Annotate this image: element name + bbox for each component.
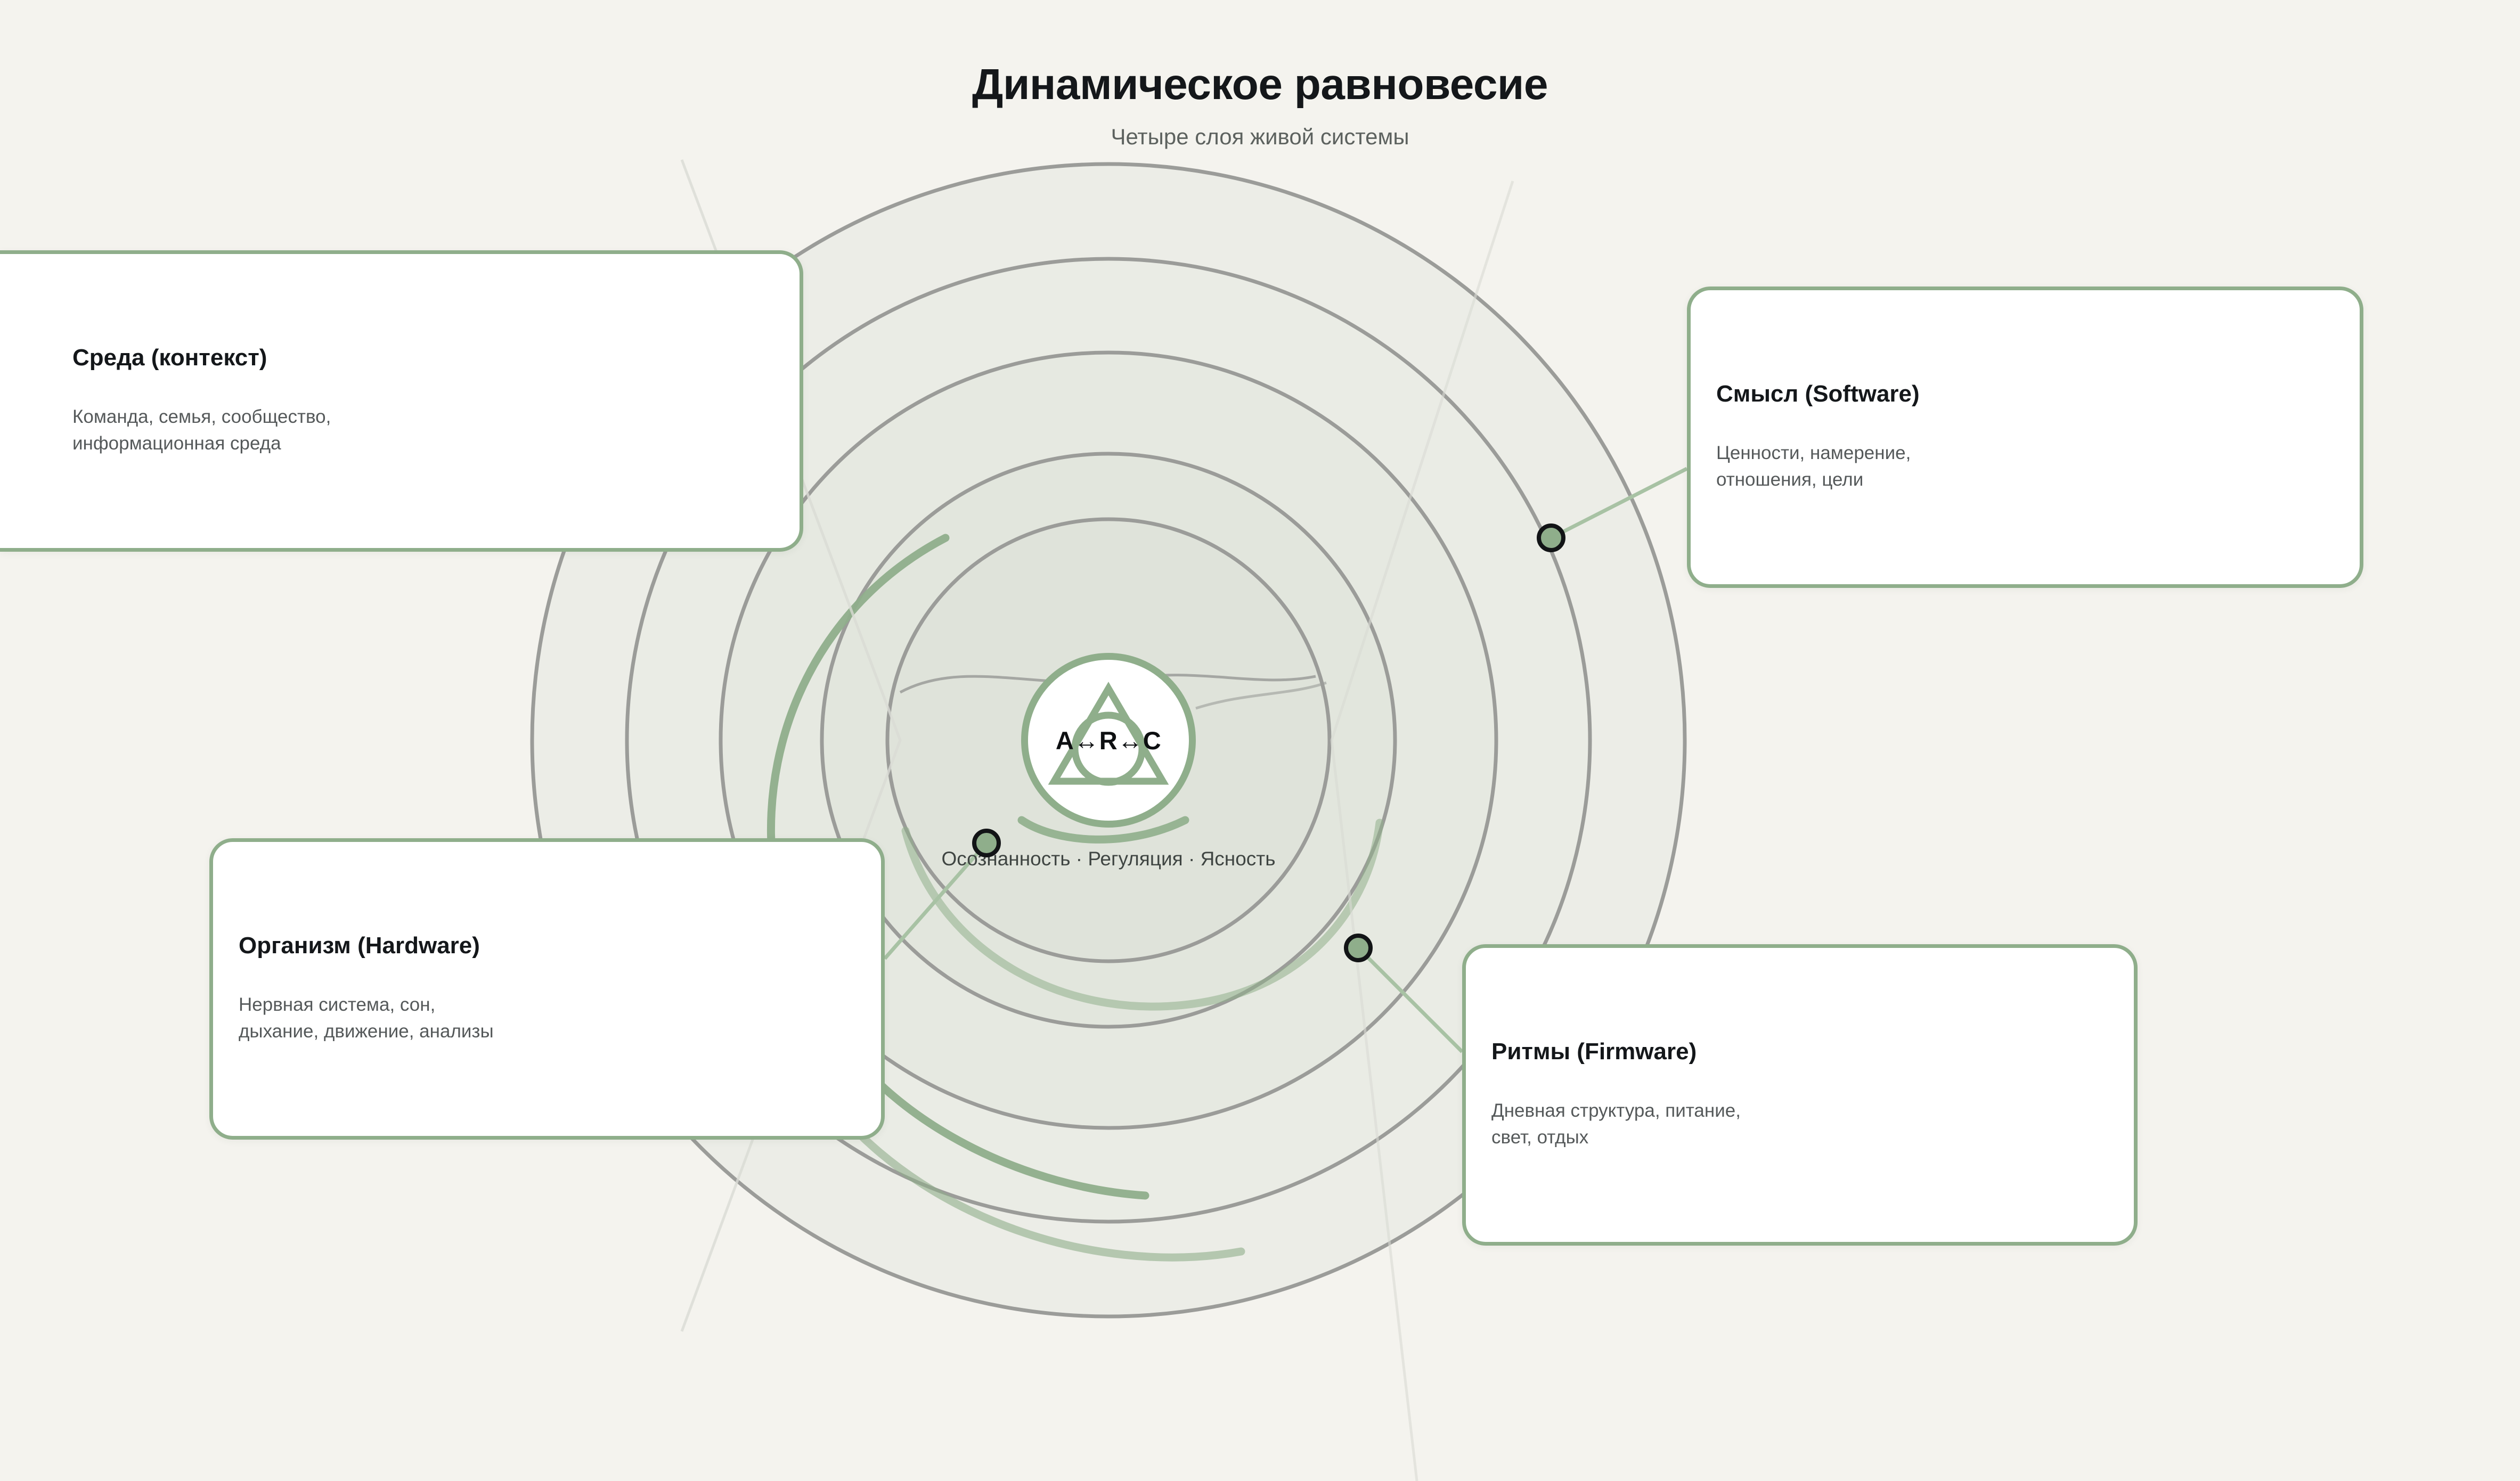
card-environment[interactable]: Среда (контекст) Команда, семья, сообщес…: [0, 250, 803, 552]
card-rhythms[interactable]: Ритмы (Firmware) Дневная структура, пита…: [1462, 944, 2138, 1246]
card-organism[interactable]: Организм (Hardware) Нервная система, сон…: [209, 838, 885, 1140]
node-organism[interactable]: [972, 829, 1001, 857]
node-rhythms[interactable]: [1344, 934, 1373, 962]
connector-organism: [883, 841, 988, 960]
guide-line-b: [1330, 181, 1514, 1481]
card-meaning[interactable]: Смысл (Software) Ценности, намерение, от…: [1687, 287, 2363, 588]
wisp-curve-right: [1195, 681, 1327, 710]
center-hub[interactable]: A↔R↔C: [1021, 653, 1196, 828]
connector-rhythms: [1357, 946, 1464, 1053]
connector-meaning: [1550, 467, 1688, 540]
card-meaning-title: Смысл (Software): [1716, 380, 1920, 407]
card-meaning-desc: Ценности, намерение, отношения, цели: [1716, 442, 1911, 490]
card-organism-desc: Нервная система, сон, дыхание, движение,…: [239, 994, 494, 1042]
triangle-circle-icon: [1048, 682, 1169, 786]
card-rhythms-desc: Дневная структура, питание, свет, отдых: [1491, 1100, 1741, 1148]
flow-arc-inner-bottom: [901, 819, 1384, 1011]
card-environment-title: Среда (контекст): [72, 344, 267, 371]
flow-arc-hub-halo: [1017, 816, 1189, 844]
node-meaning[interactable]: [1537, 523, 1565, 552]
card-environment-desc: Команда, семья, сообщество, информационн…: [72, 406, 331, 454]
hub-label: A↔R↔C: [1055, 726, 1162, 755]
card-organism-title: Организм (Hardware): [239, 932, 480, 959]
card-rhythms-title: Ритмы (Firmware): [1491, 1038, 1697, 1065]
